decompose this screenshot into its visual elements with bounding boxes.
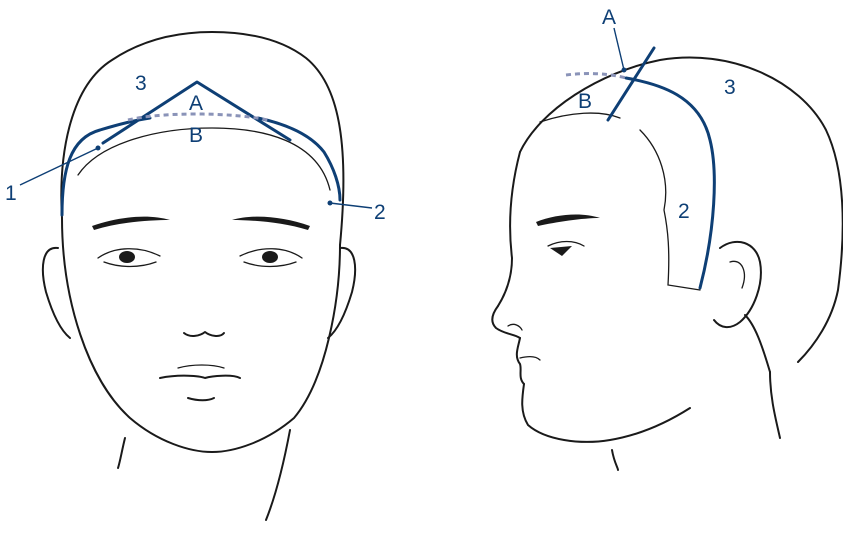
front-right-iris [262,251,278,263]
front-left-eye-lower-lid [104,262,156,267]
side-eyebrow [536,215,600,226]
callout-2-dot [328,201,333,206]
side-neck-front [612,450,618,470]
side-point-a-dot [622,68,627,73]
side-chin-jaw [522,384,690,442]
front-view: 3 A B 1 2 [5,32,386,520]
front-nose [184,332,224,336]
front-neck-left [118,438,125,468]
front-right-side-parting [258,118,340,200]
front-left-iris [119,251,135,263]
front-left-ear [43,248,70,338]
side-label-point-b: B [578,90,592,113]
front-label-point-b: B [189,124,203,147]
side-label-area-3: 3 [724,76,736,99]
callout-2-leader [330,203,372,208]
side-ear-inner [730,261,744,288]
side-vertical-parting [626,78,714,288]
front-neck-right [266,430,290,520]
side-lips [517,338,524,384]
callout-1-leader [20,148,98,185]
front-left-eyebrow [92,217,170,230]
side-neck-back [770,372,780,438]
side-forehead [498,152,520,306]
side-label-area-2: 2 [678,200,690,223]
side-dashed-parting [566,74,626,78]
side-ear [714,242,761,327]
side-nose [492,306,520,338]
side-eye [550,246,572,256]
side-point-a-leader [614,28,624,70]
front-callout-2: 2 [374,201,386,224]
side-nostril [508,324,522,330]
side-label-point-a: A [602,6,616,29]
front-upper-lip [178,365,224,368]
side-sideburn [640,130,700,290]
front-chin-crease [188,398,214,400]
side-view: A B 3 2 [492,6,842,470]
front-hairline [78,128,330,190]
side-neck-line [745,315,770,372]
front-mouth [160,376,240,378]
front-label-point-a: A [189,92,203,115]
front-right-eyebrow [232,217,310,230]
front-left-side-parting [62,118,150,215]
side-mouth [520,357,540,360]
front-callout-1: 1 [5,182,17,205]
front-label-area-3: 3 [135,72,147,95]
side-eye-upper-lid [548,242,584,247]
callout-1-dot [96,146,101,151]
